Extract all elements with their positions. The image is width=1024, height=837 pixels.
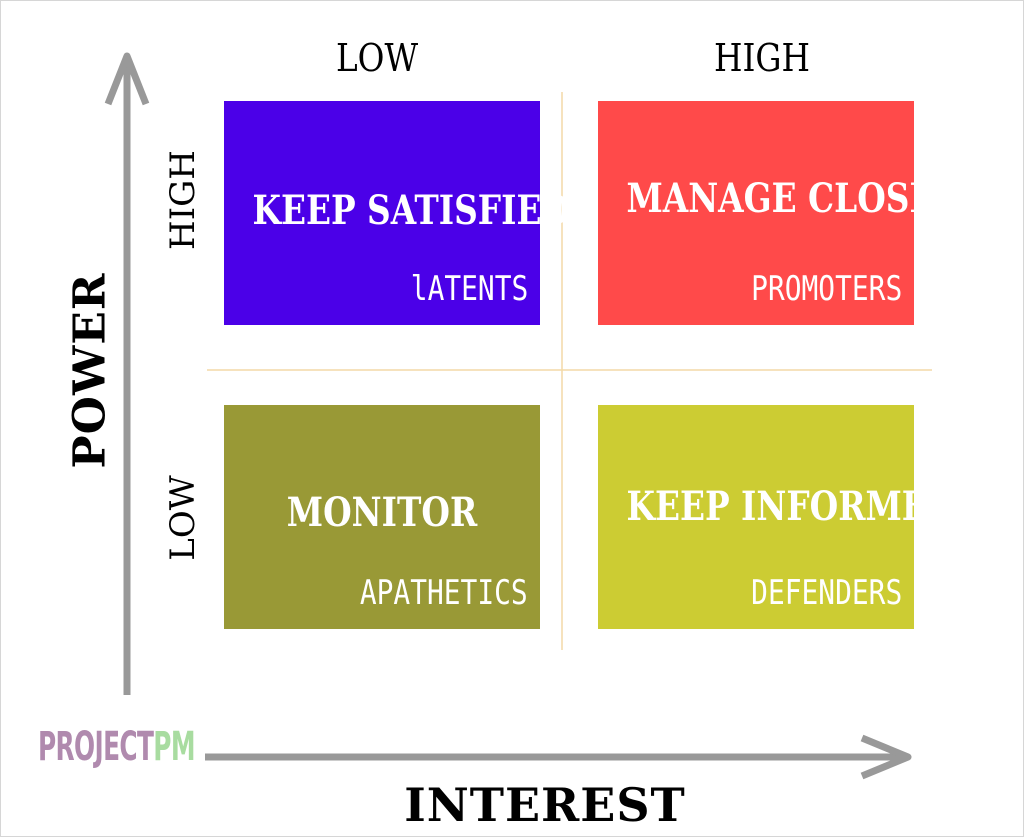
quadrant-title: MANAGE CLOSELY: [626, 175, 979, 222]
interest-low-label: LOW: [335, 36, 419, 80]
power-low-label: LOW: [163, 475, 203, 561]
projectpm-logo: PROJECTPM: [38, 724, 196, 770]
logo-part-project: PROJECT: [38, 724, 154, 770]
quadrant-subtitle: DEFENDERS: [750, 573, 902, 613]
interest-high-label: HIGH: [713, 36, 811, 80]
x-axis-title: INTEREST: [404, 778, 686, 832]
quadrant-keep-informed: KEEP INFORMED DEFENDERS: [598, 405, 956, 629]
logo-part-pm: PM: [153, 724, 195, 770]
quadrant-subtitle: PROMOTERS: [750, 269, 902, 309]
quadrant-subtitle: lATENTS: [410, 269, 528, 309]
quadrant-monitor: MONITOR APATHETICS: [224, 405, 540, 629]
quadrant-title: MONITOR: [286, 489, 478, 536]
quadrant-title: KEEP SATISFIED: [252, 187, 570, 234]
power-high-label: HIGH: [163, 150, 203, 250]
quadrant-subtitle: APATHETICS: [360, 573, 528, 613]
quadrant-keep-satisfied: KEEP SATISFIED lATENTS: [224, 101, 570, 325]
y-axis-arrow-icon: [104, 52, 150, 695]
x-axis-arrow-icon: [205, 734, 912, 780]
quadrant-title: KEEP INFORMED: [626, 483, 956, 530]
quadrant-manage-closely: MANAGE CLOSELY PROMOTERS: [598, 101, 979, 325]
y-axis-title: POWER: [64, 272, 116, 469]
